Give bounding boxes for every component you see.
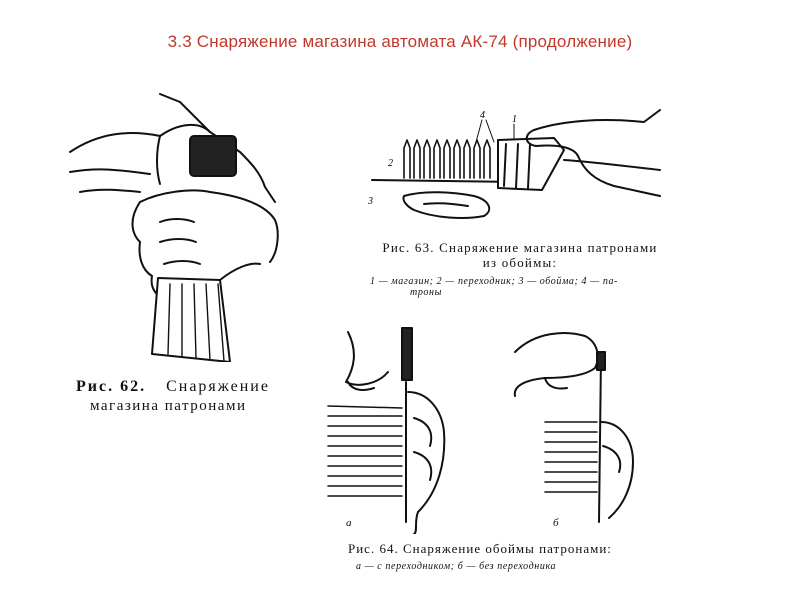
figure-64b-illustration: [505, 322, 645, 534]
figure-63-illustration: 4 1 3 2: [364, 100, 664, 230]
figure-64b-letter: б: [553, 517, 559, 529]
figure-64-caption: Рис. 64. Снаряжение обоймы патронами: а …: [348, 541, 648, 572]
figure-63-line4: троны: [410, 287, 442, 298]
callout-1: 1: [512, 114, 517, 125]
figure-63-line3: 1 — магазин; 2 — переходник; 3 — обойма;…: [370, 276, 618, 287]
figure-62-label: Рис. 62.: [76, 378, 147, 395]
figure-64a-letter: а: [346, 517, 352, 529]
callout-3: 3: [367, 196, 373, 207]
callout-2: 2: [388, 158, 393, 169]
figure-64-line1: Рис. 64. Снаряжение обоймы патронами:: [348, 541, 612, 556]
figure-62-caption: Рис. 62. Снаряжение магазина патронами: [76, 378, 306, 415]
figure-63-line1: Рис. 63. Снаряжение магазина патронами: [382, 240, 658, 255]
slide-title: 3.3 Снаряжение магазина автомата АК-74 (…: [167, 32, 633, 51]
figure-62-title-line1: Снаряжение: [166, 378, 270, 395]
figure-63-caption: Рис. 63. Снаряжение магазина патронами и…: [370, 240, 670, 298]
hand-magazine-drawing: [69, 93, 279, 362]
clip-with-adapter-drawing: [327, 327, 446, 534]
figure-64a-illustration: [318, 322, 458, 534]
figure-62-illustration: [60, 92, 300, 362]
figure-62-title-line2: магазина патронами: [90, 398, 247, 414]
figure-63-line2: из обоймы:: [482, 255, 558, 270]
clip-without-adapter-drawing: [513, 332, 634, 523]
clip-loading-drawing: 4 1 3 2: [367, 109, 661, 219]
callout-4: 4: [480, 110, 485, 121]
figure-64-line2: а — с переходником; б — без переходника: [356, 561, 557, 572]
